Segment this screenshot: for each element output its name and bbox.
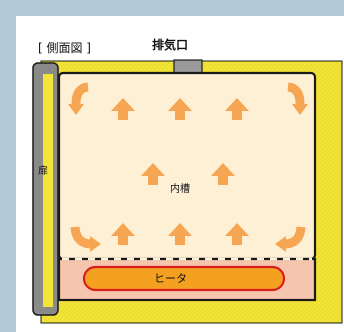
door-label: 扉 bbox=[38, 166, 48, 177]
exhaust-port bbox=[173, 59, 203, 74]
figure-panel: [ 側面図 ] 排気口 扉 内槽 ヒータ bbox=[16, 16, 344, 332]
oven-side-view-diagram bbox=[32, 59, 343, 324]
door-window bbox=[43, 74, 53, 307]
side-view-label: [ 側面図 ] bbox=[38, 41, 91, 55]
curved-arrow-icon bbox=[275, 236, 286, 252]
arrow-up-icon bbox=[141, 163, 165, 185]
arrow-up-icon bbox=[225, 223, 249, 245]
curved-arrow-icon bbox=[71, 82, 89, 105]
exhaust-port-label: 排気口 bbox=[152, 38, 189, 52]
inner-tank-label: 内槽 bbox=[170, 184, 190, 195]
arrow-up-icon bbox=[111, 98, 135, 120]
curved-arrow-icon bbox=[90, 236, 101, 252]
curved-arrow-icon bbox=[287, 82, 305, 105]
arrow-up-icon bbox=[111, 223, 135, 245]
heater-element bbox=[82, 265, 286, 292]
curved-arrow-icon bbox=[285, 226, 306, 249]
arrow-up-icon bbox=[168, 98, 192, 120]
curved-arrow-icon bbox=[68, 104, 84, 115]
arrow-up-icon bbox=[168, 223, 192, 245]
arrow-up-icon bbox=[211, 163, 235, 185]
curved-arrow-icon bbox=[70, 226, 91, 249]
heater-label: ヒータ bbox=[154, 272, 187, 285]
arrow-up-icon bbox=[225, 98, 249, 120]
curved-arrow-icon bbox=[292, 104, 308, 115]
